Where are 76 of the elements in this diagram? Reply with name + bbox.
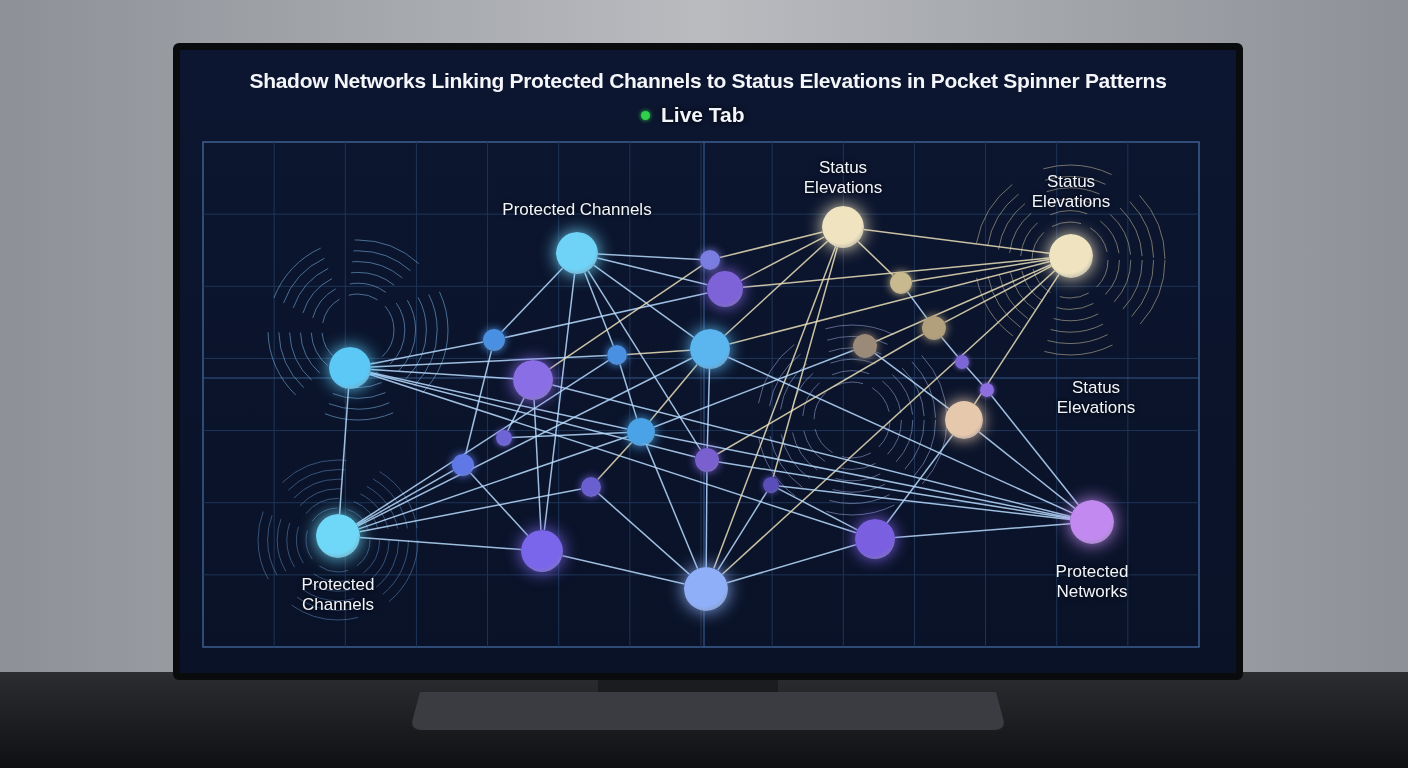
connector-line [511,431,628,439]
connector-line [911,258,1051,283]
connector-line [506,397,525,432]
connector-line [587,270,702,451]
connector-line [978,431,1076,510]
connector-line [727,356,1073,514]
connector-line [906,291,928,320]
connector-line [705,471,708,568]
connector-line [857,240,894,277]
connector-line [626,349,691,356]
connector-line [894,522,1071,539]
connector-line [716,491,768,572]
connector-line [370,368,514,380]
connector-line [873,352,950,410]
node-label: Protected Channels [501,200,653,220]
annotation-label: Status Elevations [1055,378,1137,418]
connector-line [965,366,984,386]
connector-line [778,485,1071,521]
connector-line [533,399,542,531]
connector-line [469,472,529,537]
node-label: Status Elevations [802,158,884,198]
connector-line [359,536,522,551]
connector-line [713,245,837,570]
connector-line [875,264,1052,342]
connector-line [500,267,564,333]
connector-line [596,441,633,481]
connector-line [777,487,859,531]
connector-line [503,292,709,339]
node-label: Status Elevations [1030,172,1112,212]
connector-line [716,333,925,455]
connector-line [356,357,693,527]
connector-line [551,384,1072,518]
connector-line [990,394,1080,506]
connector-line [728,260,1051,345]
connector-line [649,363,698,422]
connector-line [723,240,829,337]
connector-line [740,236,826,282]
connector-line [597,253,701,261]
connector-line [718,461,1072,520]
connector-line [943,265,1053,324]
connector-line [863,228,1050,254]
connector-line [940,336,959,358]
connector-line [583,271,615,347]
connector-line [772,246,839,479]
connector-line [718,231,824,259]
connector-line [645,444,699,570]
connector-line [973,273,1060,405]
node-label: Protected Networks [1054,562,1130,602]
connector-line [369,371,629,430]
connector-line [721,270,1056,575]
connector-line [619,363,638,420]
connector-line [369,341,484,365]
connector-line [355,359,610,525]
connector-line [596,257,709,286]
connector-line [356,469,455,526]
connector-line [358,488,582,533]
connector-line [548,264,703,370]
connector-line [464,349,493,456]
connector-line [726,543,857,584]
connector-line [886,434,954,524]
connector-line [593,264,695,339]
connector-line [742,257,1050,289]
connector-line [543,273,576,531]
node-label: Protected Channels [300,575,376,615]
connector-line [370,354,608,368]
connector-line [369,372,697,458]
connector-line [653,349,855,428]
diagram-title: Shadow Networks Linking Protected Channels to Status Elevations in Pocket Spinner Patterns [248,69,1168,93]
connector-line [358,435,629,530]
connector-line [369,373,857,534]
status-label: Live Tab [661,103,746,127]
connector-line [597,492,691,576]
connector-line [653,433,1072,519]
connector-line [561,554,686,585]
connector-line [338,388,350,515]
connector-line [706,368,711,449]
